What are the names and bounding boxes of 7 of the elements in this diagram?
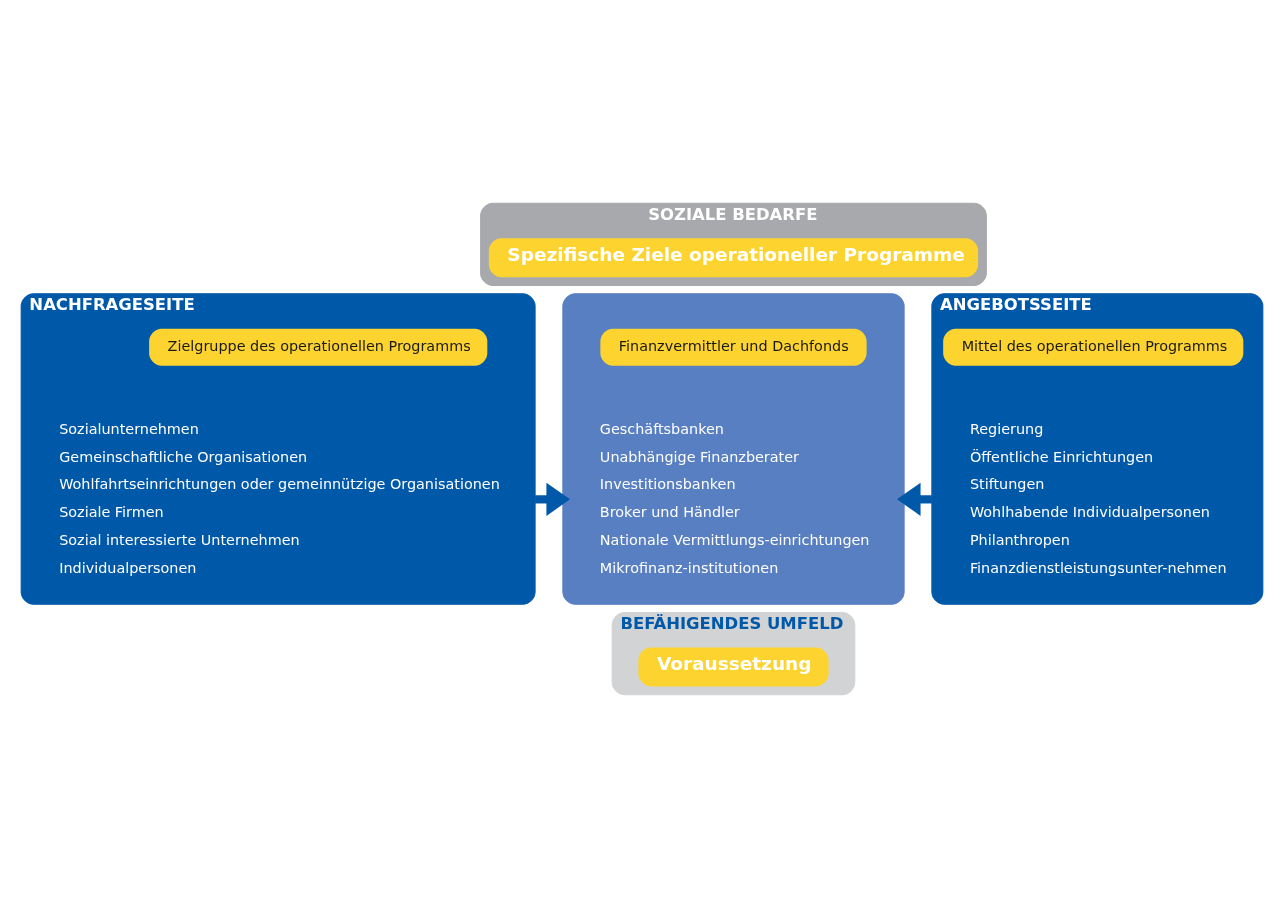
node-box: Zielgruppe des operationellen Programms xyxy=(149,328,488,366)
arrow xyxy=(535,482,570,516)
node-box: Voraussetzung xyxy=(638,647,829,687)
node-box: Finanzvermittler und Dachfonds xyxy=(600,328,867,366)
node-box: Spezifische Ziele operationeller Programme xyxy=(488,238,979,278)
arrow xyxy=(896,482,932,516)
node-box: Mittel des operationellen Programms xyxy=(943,328,1244,366)
